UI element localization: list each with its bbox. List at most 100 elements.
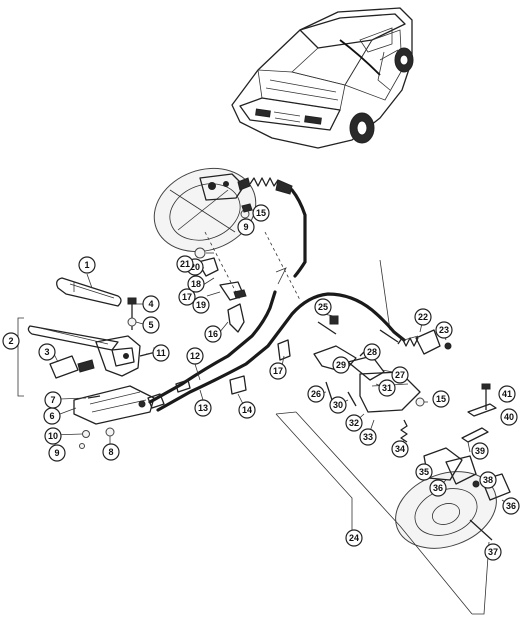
callout-27: 27 (391, 366, 409, 384)
callout-label: 5 (148, 320, 153, 330)
callout-label: 9 (54, 448, 59, 458)
callout-36-right: 36 (502, 497, 520, 515)
callout-38: 38 (479, 471, 497, 489)
callout-39: 39 (471, 442, 489, 460)
callout-label: 14 (242, 405, 252, 415)
callout-label: 7 (50, 395, 55, 405)
callout-label: 27 (395, 370, 405, 380)
callout-15-lower: 15 (432, 390, 450, 408)
callout-8: 8 (102, 443, 120, 461)
upper-disc-assembly (153, 167, 293, 253)
callout-23: 23 (435, 321, 453, 339)
callout-label: 32 (349, 418, 359, 428)
callout-label: 35 (419, 467, 429, 477)
callout-label: 20 (190, 262, 200, 272)
callout-label: 19 (196, 300, 206, 310)
callout-16: 16 (204, 325, 222, 343)
callout-22: 22 (414, 308, 432, 326)
rear-caliper-assembly (313, 315, 511, 549)
callout-label: 25 (318, 302, 328, 312)
callout-label: 23 (439, 325, 449, 335)
callout-29: 29 (332, 356, 350, 374)
callout-label: 39 (475, 446, 485, 456)
callout-label: 30 (333, 400, 343, 410)
callout-label: 16 (208, 329, 218, 339)
callout-2: 2 (2, 332, 20, 350)
callout-label: 22 (418, 312, 428, 322)
callout-label: 15 (256, 208, 266, 218)
callout-21: 21 (176, 255, 194, 273)
callout-9-upper: 9 (237, 218, 255, 236)
callout-label: 9 (243, 222, 248, 232)
callout-24: 24 (345, 529, 363, 547)
callout-label: 36 (506, 501, 516, 511)
callout-label: 15 (436, 394, 446, 404)
callout-leaders (52, 209, 512, 507)
callout-26: 26 (307, 385, 325, 403)
callout-28: 28 (363, 343, 381, 361)
callout-30: 30 (329, 396, 347, 414)
upper-brake-cable (290, 188, 307, 278)
callout-40: 40 (500, 408, 518, 426)
callout-label: 24 (349, 533, 359, 543)
callout-37: 37 (484, 543, 502, 561)
callout-label: 33 (363, 432, 373, 442)
car-illustration (231, 7, 414, 149)
guide-lines (204, 231, 391, 331)
callout-label: 31 (382, 383, 392, 393)
callout-label: 38 (483, 475, 493, 485)
handbrake-lever-assembly (17, 277, 160, 449)
callout-label: 3 (44, 347, 49, 357)
callout-31: 31 (378, 379, 396, 397)
callout-label: 2 (8, 336, 13, 346)
callout-label: 21 (180, 259, 190, 269)
callout-4: 4 (142, 295, 160, 313)
callout-label: 11 (156, 348, 166, 358)
callout-41: 41 (498, 385, 516, 403)
callout-1: 1 (78, 256, 96, 274)
callout-6: 6 (43, 407, 61, 425)
callout-15-upper: 15 (252, 204, 270, 222)
callout-25: 25 (314, 298, 332, 316)
callout-34: 34 (391, 440, 409, 458)
callout-label: 17 (182, 292, 192, 302)
callout-label: 12 (190, 351, 200, 361)
callout-label: 26 (311, 389, 321, 399)
callout-label: 41 (502, 389, 512, 399)
callout-3: 3 (38, 343, 56, 361)
callout-33: 33 (359, 428, 377, 446)
callout-label: 29 (336, 360, 346, 370)
callout-label: 13 (198, 403, 208, 413)
callout-label: 34 (395, 444, 405, 454)
callout-label: 10 (48, 431, 58, 441)
callout-7: 7 (44, 391, 62, 409)
callout-label: 18 (191, 279, 201, 289)
callout-label: 36 (433, 483, 443, 493)
callout-35: 35 (415, 463, 433, 481)
callout-19: 19 (192, 296, 210, 314)
callout-36-left: 36 (429, 479, 447, 497)
callout-label: 4 (148, 299, 153, 309)
callout-label: 28 (367, 347, 377, 357)
callout-label: 37 (488, 547, 498, 557)
reference-lines (275, 335, 490, 615)
callout-12: 12 (186, 347, 204, 365)
callout-13: 13 (194, 399, 212, 417)
mount-brackets (194, 247, 247, 333)
callout-17-upper: 17 (178, 288, 196, 306)
callout-11: 11 (152, 344, 170, 362)
callout-label: 17 (273, 366, 283, 376)
callout-label: 6 (49, 411, 54, 421)
callout-5: 5 (142, 316, 160, 334)
callout-32: 32 (345, 414, 363, 432)
callout-label: 1 (84, 260, 89, 270)
callout-9: 9 (48, 444, 66, 462)
callout-17-lower: 17 (269, 362, 287, 380)
callout-10: 10 (44, 427, 62, 445)
callout-label: 8 (108, 447, 113, 457)
callout-18: 18 (187, 275, 205, 293)
main-brake-cables (147, 290, 406, 412)
callout-label: 40 (504, 412, 514, 422)
callout-14: 14 (238, 401, 256, 419)
